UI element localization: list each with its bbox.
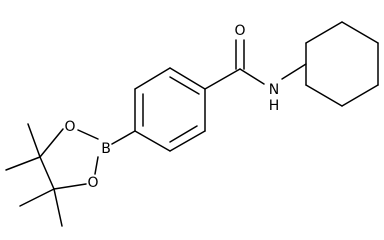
boron-label: B (101, 141, 111, 157)
atom-oxygen-ring-bottom: O (87, 175, 98, 191)
bond-carbonyl-aryl (204, 68, 241, 90)
oxygen-carbonyl-label: O (234, 23, 245, 39)
bond-n-cyclohexyl (281, 63, 307, 80)
oxygen-ring-top-label: O (64, 119, 75, 135)
methyl-groups (5, 123, 63, 227)
dioxaborolane-ring (39, 128, 99, 190)
atom-nitrogen: N H (269, 82, 280, 114)
cyclohexyl-ring (305, 21, 379, 107)
atom-boron: B (101, 141, 111, 157)
carbonyl-double-bond (235, 39, 245, 70)
oxygen-ring-bottom-label: O (87, 175, 98, 191)
nitrogen-label: N (269, 82, 279, 98)
bond-aryl-boron (111, 130, 136, 145)
bond-n-carbonyl (239, 68, 265, 85)
amide-hydrogen-label: H (269, 98, 280, 114)
atom-oxygen-ring-top: O (64, 119, 75, 135)
benzene-ring (134, 67, 206, 152)
atom-oxygen-carbonyl: O (234, 23, 245, 39)
